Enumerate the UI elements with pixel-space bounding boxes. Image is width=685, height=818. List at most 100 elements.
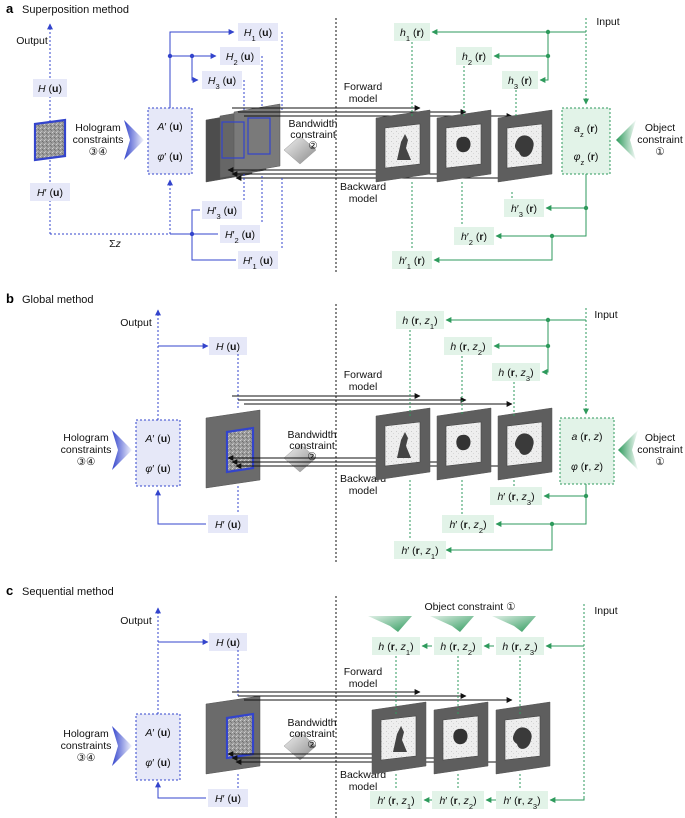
hologram-H-box (209, 337, 247, 355)
label-glyph: ( (526, 203, 530, 215)
label-glyph: h (462, 51, 468, 63)
label-glyph: r (392, 795, 396, 807)
hologram-H: H (u) (38, 83, 62, 95)
hz2p-path (495, 496, 587, 527)
label-glyph: ′ (405, 255, 407, 267)
hologram-plane (33, 118, 67, 162)
label-glyph: 2 (235, 236, 239, 245)
label-glyph: u (161, 433, 167, 445)
hz2-path (493, 320, 549, 349)
label-glyph: ′ (407, 545, 409, 557)
label-glyph: ( (450, 795, 454, 807)
input-label: Input (594, 309, 617, 321)
h1p-label-box (392, 251, 432, 269)
label-glyph: u (53, 187, 59, 199)
hz2p-label-box (432, 791, 484, 809)
hz3p-label-box (490, 487, 542, 505)
label-glyph: , (522, 795, 525, 807)
label-glyph: H (37, 187, 45, 199)
label-glyph: z (472, 341, 479, 353)
phase-label: φ′ (u) (157, 151, 182, 163)
label-glyph: φ (571, 461, 578, 473)
label-glyph: h (503, 795, 509, 807)
label-glyph: r (463, 341, 467, 353)
hologram-constraint-wedge (112, 726, 132, 766)
object-constraint-wedge (616, 120, 636, 160)
h1p-path (433, 236, 553, 263)
H1p-path (191, 234, 236, 261)
label-glyph: z (115, 238, 122, 250)
hologram-constraints-text-line: constraints (73, 134, 124, 146)
label-glyph: u (227, 205, 233, 217)
label-glyph: z (424, 315, 431, 327)
label-glyph: ) (594, 123, 598, 135)
label-glyph: , (588, 461, 591, 473)
label-glyph: ) (422, 255, 426, 267)
object-constraint-text-line: Object (645, 432, 675, 444)
label-glyph: , (395, 641, 398, 653)
label-glyph: ( (260, 255, 264, 267)
label-glyph: u (262, 27, 268, 39)
label-glyph: ( (388, 795, 392, 807)
label-glyph: u (173, 151, 179, 163)
h2p-path (495, 208, 587, 239)
hologram-plane (225, 426, 255, 474)
label-glyph: h (508, 75, 514, 87)
label-glyph: z (463, 795, 470, 807)
label-glyph: u (263, 255, 269, 267)
label-glyph: ) (411, 795, 415, 807)
label-glyph: h (377, 795, 383, 807)
hologram-H-prime-box (30, 183, 70, 201)
label-glyph: z (401, 795, 408, 807)
label-glyph: ( (514, 795, 518, 807)
label-glyph: ′ (215, 205, 217, 217)
label-glyph: ) (59, 187, 63, 199)
label-glyph: 3 (519, 210, 523, 219)
H3-label-box (202, 71, 242, 89)
H1p-label-box (238, 251, 278, 269)
label-glyph: ) (534, 641, 538, 653)
label-glyph: 2 (479, 526, 483, 535)
label-glyph: h (400, 27, 406, 39)
label-glyph: ) (473, 795, 477, 807)
label-glyph: H (215, 519, 223, 531)
label-glyph: ) (252, 229, 256, 241)
label-glyph: ) (251, 51, 255, 63)
label-glyph: , (467, 341, 470, 353)
label-glyph: 1 (253, 262, 257, 271)
label-glyph: 3 (530, 648, 534, 657)
junction-dot (545, 317, 551, 323)
hz3-label: h (r, z3) (498, 367, 533, 383)
label-glyph: 3 (216, 82, 220, 91)
label-glyph: ′ (233, 229, 235, 241)
label-glyph: r (590, 123, 594, 135)
H2p-label: H′2 (u) (225, 229, 255, 245)
label-glyph: r (515, 641, 519, 653)
label-glyph: ′ (164, 151, 166, 163)
label-glyph: r (464, 519, 468, 531)
label-glyph: u (245, 229, 251, 241)
label-glyph: H (208, 75, 216, 87)
hz3-label-box (492, 363, 540, 381)
label-glyph: h (461, 231, 467, 243)
input-to-hz3p (549, 796, 585, 803)
hologram-H: H (u) (216, 341, 240, 353)
label-glyph: u (173, 121, 179, 133)
label-glyph: ( (228, 793, 232, 805)
label-glyph: 2 (234, 58, 238, 67)
label-glyph: ) (599, 431, 603, 443)
object-constraint-wedge-1 (368, 616, 412, 632)
hz3-path (541, 346, 549, 375)
label-glyph: u (161, 463, 167, 475)
hologram-constraints-text-line: ③④ (77, 456, 96, 468)
label-glyph: ) (234, 205, 238, 217)
label-glyph: ( (157, 433, 161, 445)
label-glyph: ( (414, 255, 418, 267)
junction-dot (545, 53, 551, 59)
label-glyph: h (402, 315, 408, 327)
stack-plane-frame (221, 121, 245, 159)
label-glyph: z (527, 795, 534, 807)
label-glyph: , (396, 795, 399, 807)
label-glyph: ) (167, 433, 171, 445)
object-plane-1-shape (397, 134, 411, 160)
